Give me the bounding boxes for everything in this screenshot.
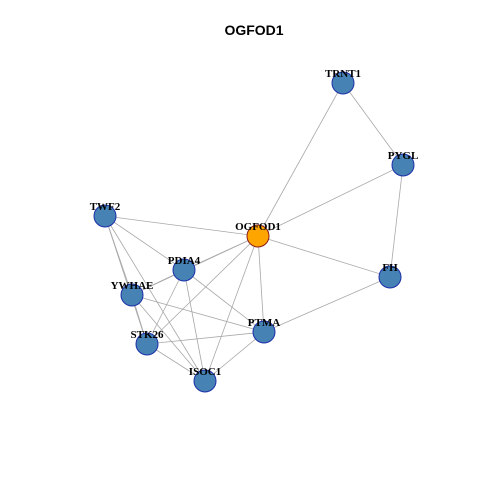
edge-pdia4-stk26 — [146, 269, 185, 345]
node-twf2 — [93, 204, 117, 228]
node-label-ptma: PTMA — [248, 317, 280, 329]
edge-stk26-ptma — [146, 331, 265, 345]
node-label-pygl: PYGL — [388, 150, 419, 162]
edge-ogfod1-isoc1 — [204, 235, 259, 382]
edge-layer — [104, 82, 404, 382]
node-label-fh: FH — [382, 262, 398, 274]
diagram-title: OGFOD1 — [224, 22, 283, 38]
edge-twf2-stk26 — [104, 215, 148, 345]
node-pygl — [391, 153, 415, 177]
node-stk26 — [135, 332, 159, 356]
node-ptma — [252, 320, 276, 344]
node-ywhae — [120, 283, 144, 307]
node-ogfod1 — [246, 224, 270, 248]
node-label-trnt1: TRNT1 — [325, 68, 361, 80]
edge-pygl-fh — [389, 164, 404, 278]
edge-ywhae-isoc1 — [131, 294, 206, 382]
edge-ptma-fh — [263, 276, 391, 333]
edge-pdia4-ptma — [183, 269, 265, 333]
edge-ogfod1-twf2 — [104, 215, 259, 237]
edge-ogfod1-fh — [257, 235, 391, 278]
edge-trnt1-ogfod1 — [257, 82, 344, 237]
node-fh — [378, 265, 402, 289]
edge-trnt1-pygl — [342, 82, 404, 166]
edge-ogfod1-ptma — [257, 235, 265, 333]
node-label-isoc1: ISOC1 — [189, 366, 221, 378]
node-isoc1 — [193, 369, 217, 393]
node-label-pdia4: PDIA4 — [168, 255, 201, 267]
edge-pygl-ogfod1 — [257, 164, 404, 237]
edge-ptma-isoc1 — [204, 331, 265, 382]
node-label-ogfod1: OGFOD1 — [235, 221, 281, 233]
edge-twf2-pdia4 — [104, 215, 185, 271]
node-trnt1 — [331, 71, 355, 95]
node-label-twf2: TWF2 — [90, 201, 121, 213]
node-pdia4 — [172, 258, 196, 282]
edge-ogfod1-stk26 — [146, 235, 259, 345]
node-layer — [93, 71, 415, 393]
node-label-stk26: STK26 — [130, 329, 164, 341]
edge-twf2-isoc1 — [104, 215, 206, 382]
node-label-ywhae: YWHAE — [111, 280, 154, 292]
edge-pdia4-isoc1 — [183, 269, 206, 382]
edge-ywhae-ptma — [131, 294, 265, 333]
